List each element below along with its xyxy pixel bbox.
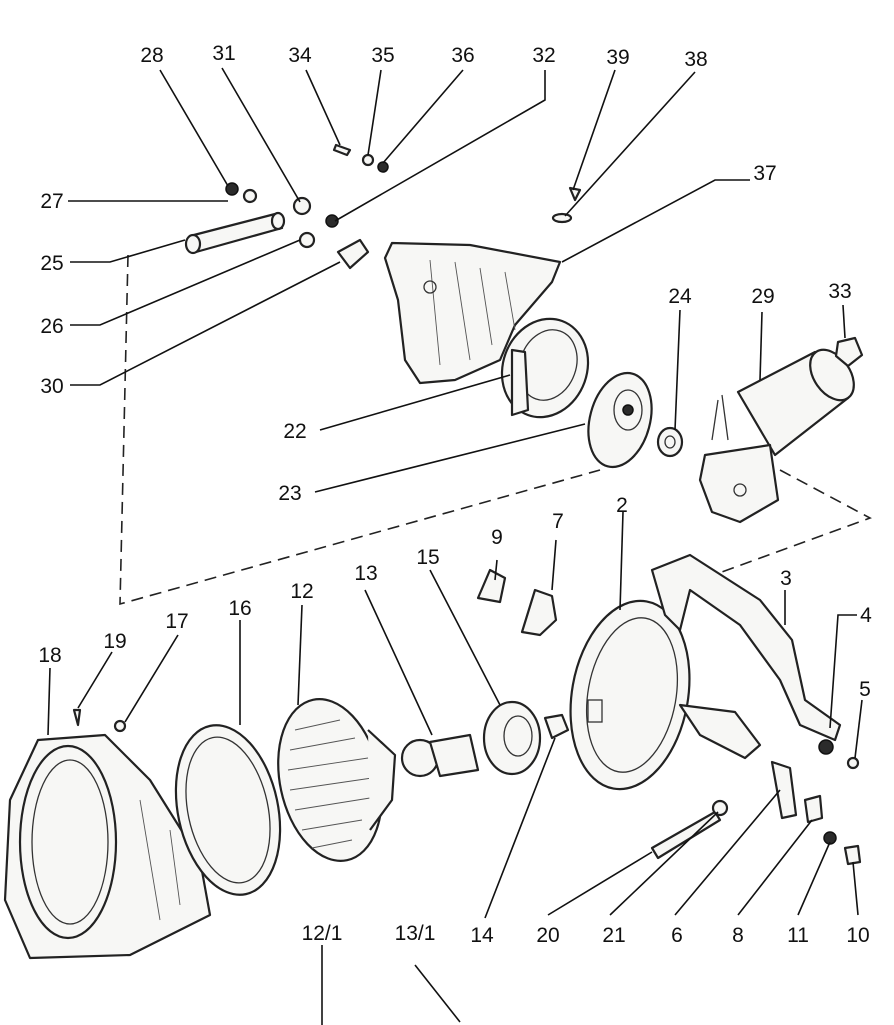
part-29-motor [698,348,855,524]
part-25-spacer-tube [184,211,286,255]
label-3: 3 [780,567,792,590]
part-7-bracket [520,588,558,637]
label-35: 35 [371,44,394,67]
label-31: 31 [212,42,235,65]
label-11: 11 [787,924,809,947]
part-22-gear [500,317,590,419]
label-22: 22 [283,420,306,443]
label-14: 14 [470,924,494,947]
label-13-1: 13/1 [395,922,436,945]
label-20: 20 [536,924,559,947]
label-36: 36 [451,44,474,67]
label-26: 26 [40,315,63,338]
part-3-visor [650,553,842,742]
label-13: 13 [354,562,377,585]
label-7: 7 [552,510,564,533]
label-12: 12 [290,580,313,603]
part-37-mounting-bracket [383,241,562,385]
label-30: 30 [40,375,63,398]
label-38: 38 [684,48,707,71]
label-6: 6 [671,924,683,947]
label-23: 23 [278,482,301,505]
small-hardware-lower [72,708,862,866]
part-23-pulley [587,371,653,469]
part-16-trim-ring [174,724,282,896]
part-12-sealed-beam [277,698,397,862]
label-8: 8 [732,924,744,947]
label-29: 29 [751,285,774,308]
label-16: 16 [228,597,251,620]
label-10: 10 [846,924,869,947]
label-2: 2 [616,494,628,517]
leader-lines [47,67,863,1025]
label-33: 33 [828,280,851,303]
label-28: 28 [140,44,163,67]
label-18: 18 [38,644,61,667]
label-34: 34 [288,44,312,67]
part-13-bulb [400,733,480,778]
label-27: 27 [40,190,63,213]
label-24: 24 [668,285,692,308]
label-9: 9 [491,526,503,549]
label-39: 39 [606,46,629,69]
small-hardware-upper [225,143,582,270]
label-4: 4 [860,604,872,627]
label-21: 21 [602,924,625,947]
label-25: 25 [40,252,63,275]
label-12-1: 12/1 [302,922,343,945]
part-labels: 28 31 34 35 36 32 39 38 37 27 25 26 30 2… [38,42,872,947]
part-2-mounting-ring [569,599,762,791]
part-15-boot [482,700,542,776]
label-17: 17 [165,610,188,633]
label-37: 37 [753,162,776,185]
part-14-connector [543,713,570,740]
label-32: 32 [532,44,555,67]
label-19: 19 [103,630,126,653]
label-5: 5 [859,678,871,701]
label-15: 15 [416,546,439,569]
part-33-cap [834,336,864,368]
part-24-bushing [656,426,684,458]
part-18-housing [3,733,212,960]
part-9-plate [476,568,507,604]
